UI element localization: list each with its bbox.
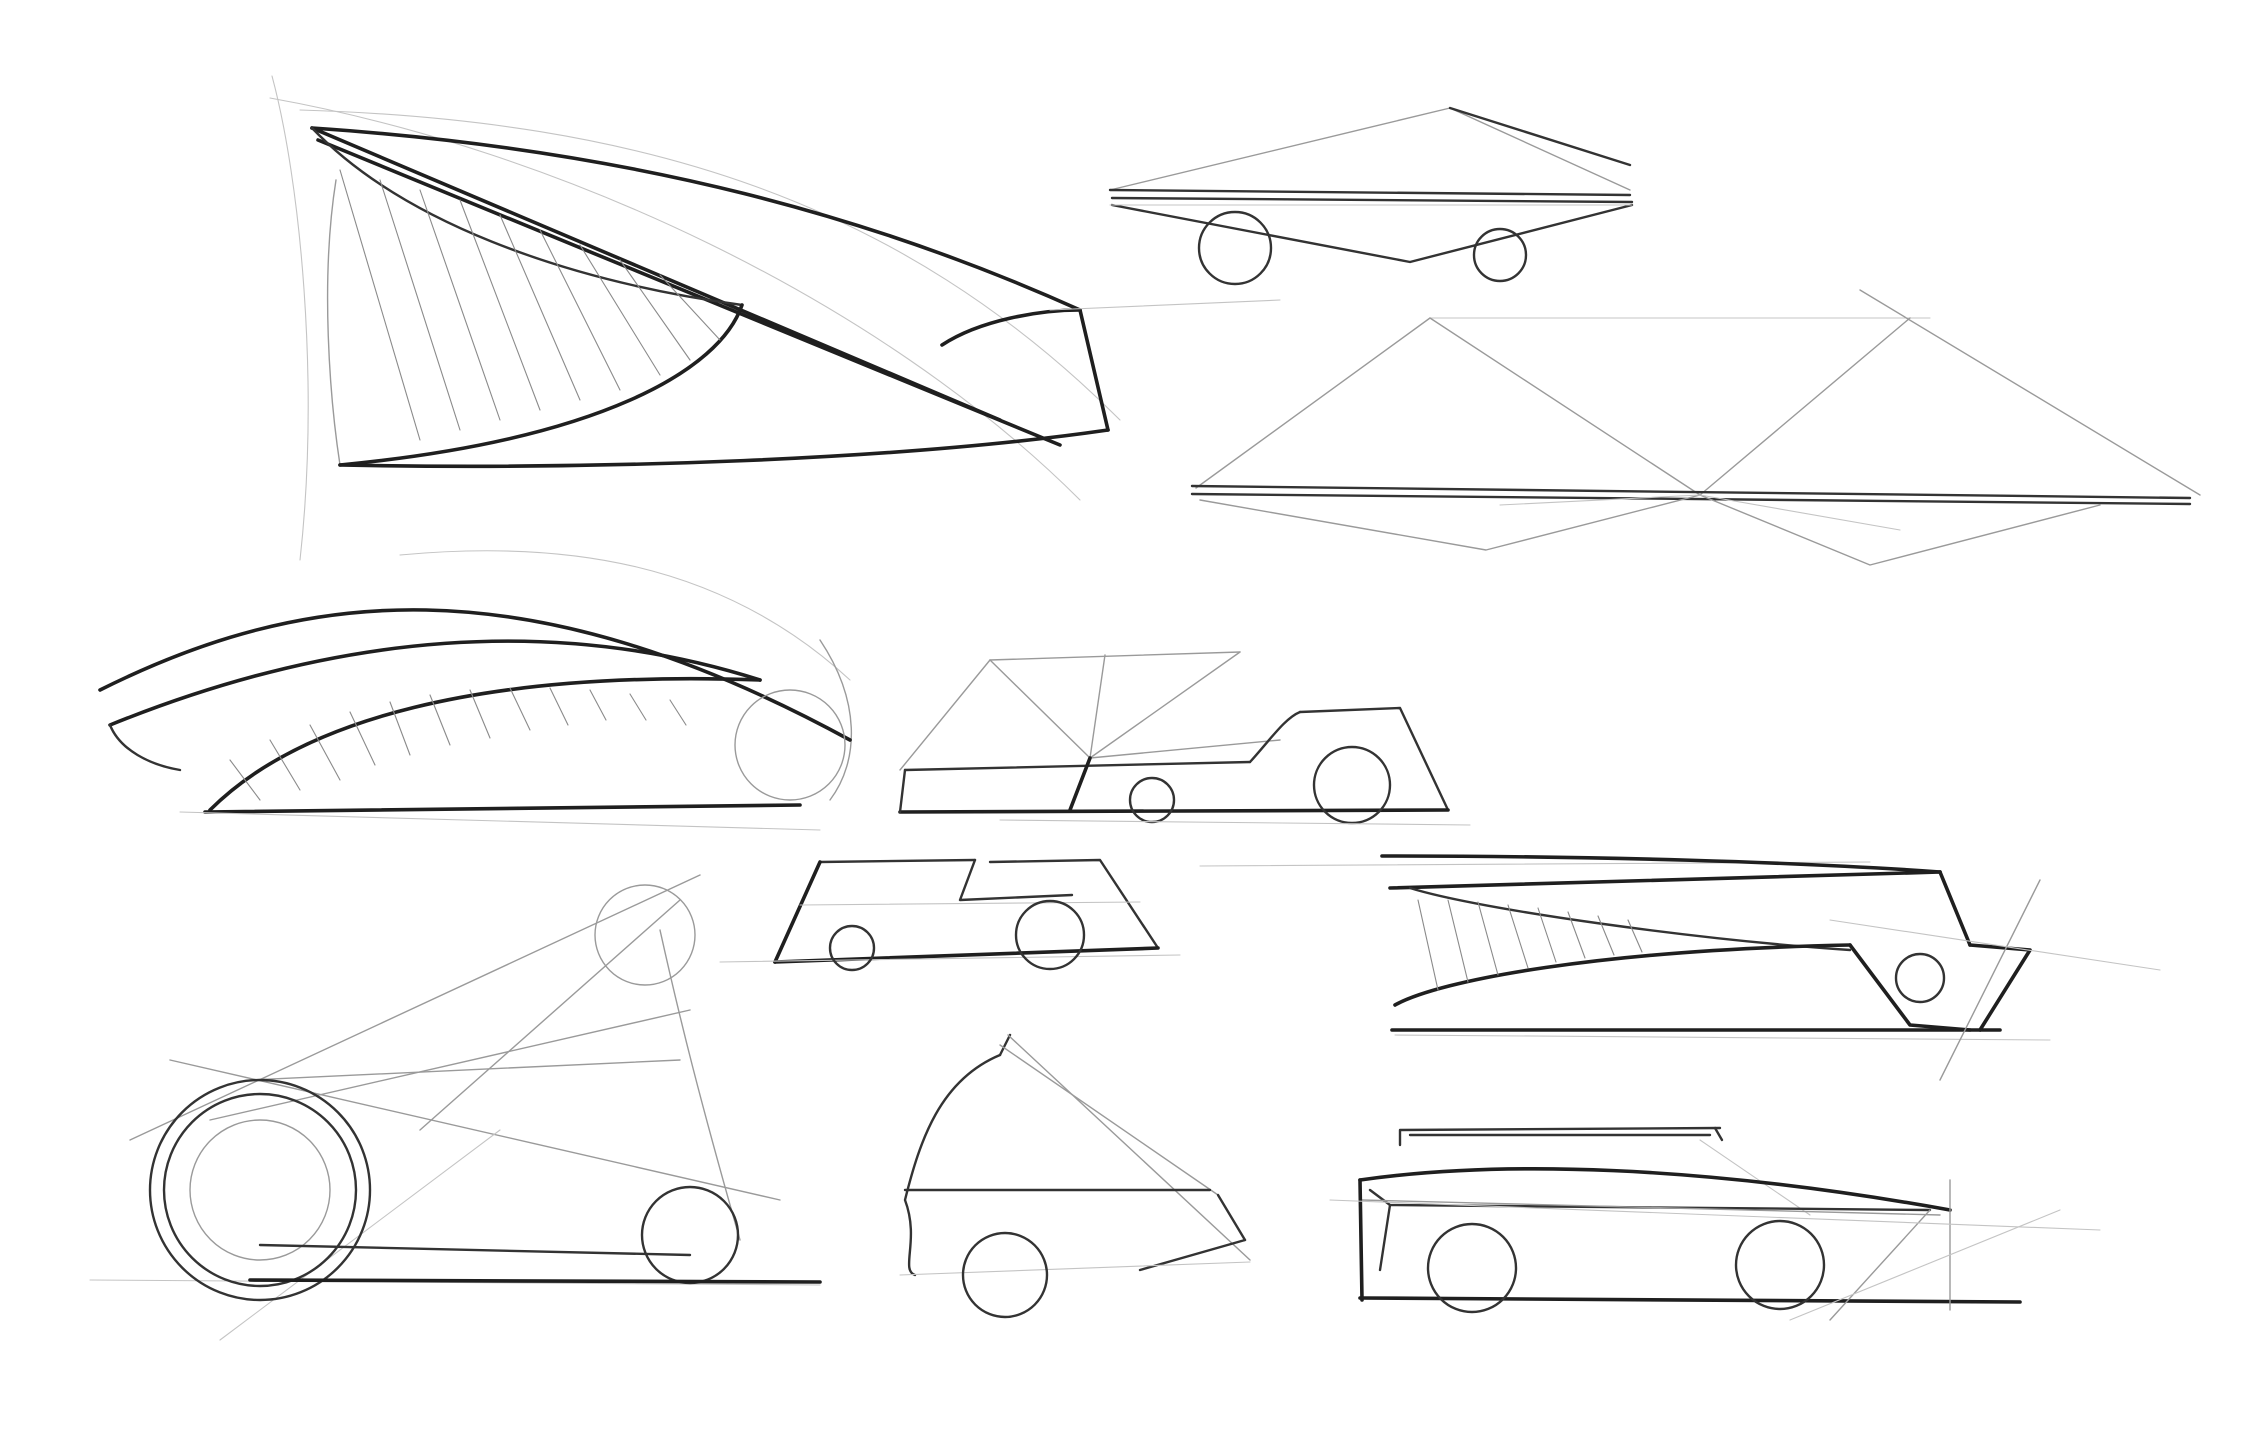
sketch-arched-wedge bbox=[98, 550, 852, 831]
sketch-station-wagon bbox=[1329, 1126, 2101, 1321]
sketch-hatched-wedge-car bbox=[1199, 854, 2161, 1081]
sketch-flat-diamond bbox=[1108, 106, 1634, 286]
sketch-wedge-fin bbox=[269, 75, 1281, 561]
sketch-teardrop-car bbox=[899, 1033, 1251, 1319]
sketch-twin-triangles bbox=[1190, 289, 2201, 566]
sketch-compact-car bbox=[719, 858, 1181, 972]
sketch-triangle-frame-car bbox=[898, 651, 1471, 826]
sketch-belt-drive bbox=[89, 874, 822, 1341]
